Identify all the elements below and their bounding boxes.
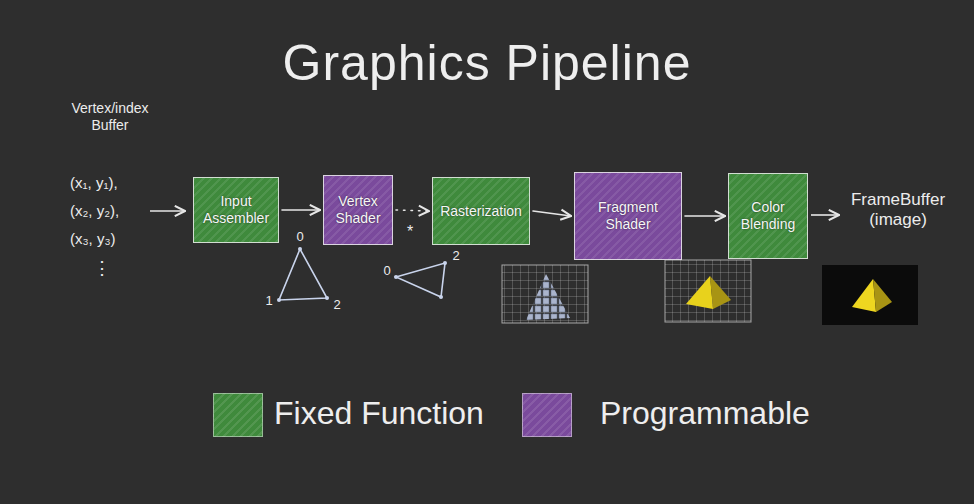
vertex-dot — [277, 298, 281, 302]
vertex-index: 0 — [294, 229, 306, 245]
flow-arrow — [533, 211, 571, 216]
shaded-triangle — [686, 276, 713, 309]
shaded-grid — [665, 260, 751, 322]
vertex-data: ⋮ — [92, 258, 112, 280]
vertex-dot — [443, 261, 447, 265]
vertex-index: 2 — [331, 297, 343, 313]
pipeline-stage: Fragment Shader — [574, 172, 682, 260]
vertex-dot — [439, 295, 443, 299]
dotted-arrow — [396, 210, 429, 211]
framebuffer-image — [822, 265, 918, 325]
stage-label: Color Blending — [734, 199, 802, 233]
output-arrow — [811, 214, 839, 216]
vertex-dot — [325, 296, 329, 300]
legend-text: Fixed Function — [274, 395, 484, 432]
stage-label: Input Assembler — [199, 193, 273, 227]
final-triangle — [852, 279, 876, 312]
pipeline-stage: Vertex Shader — [323, 175, 393, 245]
vertex-dot — [394, 275, 398, 279]
pipeline-stage: Rasterization — [432, 177, 530, 245]
fragment-grid — [502, 265, 588, 323]
stage-label: Vertex Shader — [329, 193, 387, 227]
vertex-index: * — [403, 222, 417, 241]
vertex-data: (x₁, y₁), — [70, 174, 150, 192]
flow-arrow — [685, 215, 725, 217]
final-triangle-side — [873, 279, 892, 312]
legend-swatch — [522, 393, 572, 437]
vertex-index: 1 — [263, 293, 275, 309]
vertex-dot — [298, 247, 302, 251]
legend-text: Programmable — [600, 395, 810, 432]
flow-arrow — [282, 209, 320, 211]
pipeline-stage: Input Assembler — [193, 177, 279, 243]
output-label: FrameBuffer (image) — [843, 190, 953, 231]
diagram-title: Graphics Pipeline — [0, 34, 974, 92]
input-arrow — [150, 210, 185, 212]
shaded-triangle-side — [710, 276, 731, 309]
input-triangle — [279, 249, 327, 300]
pipeline-stage: Color Blending — [728, 173, 808, 259]
vertex-data: (x₃, y₃) — [70, 230, 150, 248]
legend-swatch — [213, 393, 263, 437]
buffer-label: Vertex/index Buffer — [60, 100, 160, 134]
vertex-index: 0 — [381, 263, 393, 279]
stage-label: Rasterization — [438, 203, 524, 220]
transformed-triangle — [396, 263, 445, 297]
stage-label: Fragment Shader — [580, 199, 676, 233]
vertex-data: (x₂, y₂), — [70, 202, 150, 220]
vertex-index: 2 — [450, 248, 462, 264]
rasterized-fragments — [526, 274, 570, 320]
